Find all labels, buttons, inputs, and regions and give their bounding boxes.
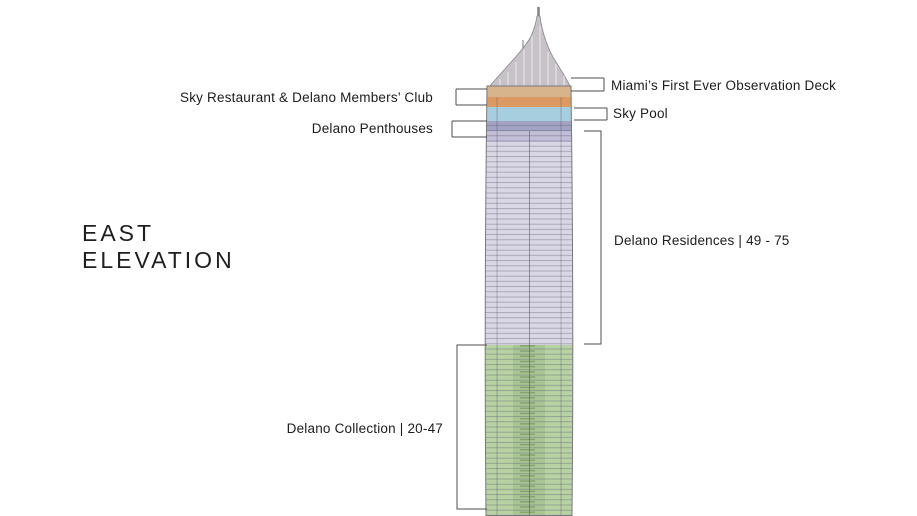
label-penthouses: Delano Penthouses [311,121,433,136]
band-sky-restaurant [485,97,573,107]
label-collection: Delano Collection | 20-47 [286,421,443,436]
band-sky-pool [485,107,573,121]
floor-lines-overlay [485,121,573,516]
bracket-residences [584,130,602,345]
crown-rib-lines [499,26,565,86]
tower-shaft [485,86,573,516]
annotation-brackets [451,77,608,510]
bracket-collection [456,344,487,510]
band-observation-deck [485,86,573,97]
leader-observation-deck [571,77,605,92]
label-sky-restaurant: Sky Restaurant & Delano Members’ Club [179,90,433,105]
tower-crown [488,15,571,88]
crown-sail-shape [488,15,571,88]
title-line-2: ELEVATION [82,247,235,273]
label-residences: Delano Residences | 49 - 75 [614,233,790,248]
leader-sky-pool [574,107,608,121]
mullion-lines [496,97,562,515]
bracket-sky-restaurant [455,88,487,106]
diagram-title: EAST ELEVATION [82,220,235,274]
title-line-1: EAST [82,220,155,246]
bracket-penthouses [451,120,487,138]
label-observation-deck: Miami’s First Ever Observation Deck [611,78,837,93]
label-sky-pool: Sky Pool [613,106,668,121]
